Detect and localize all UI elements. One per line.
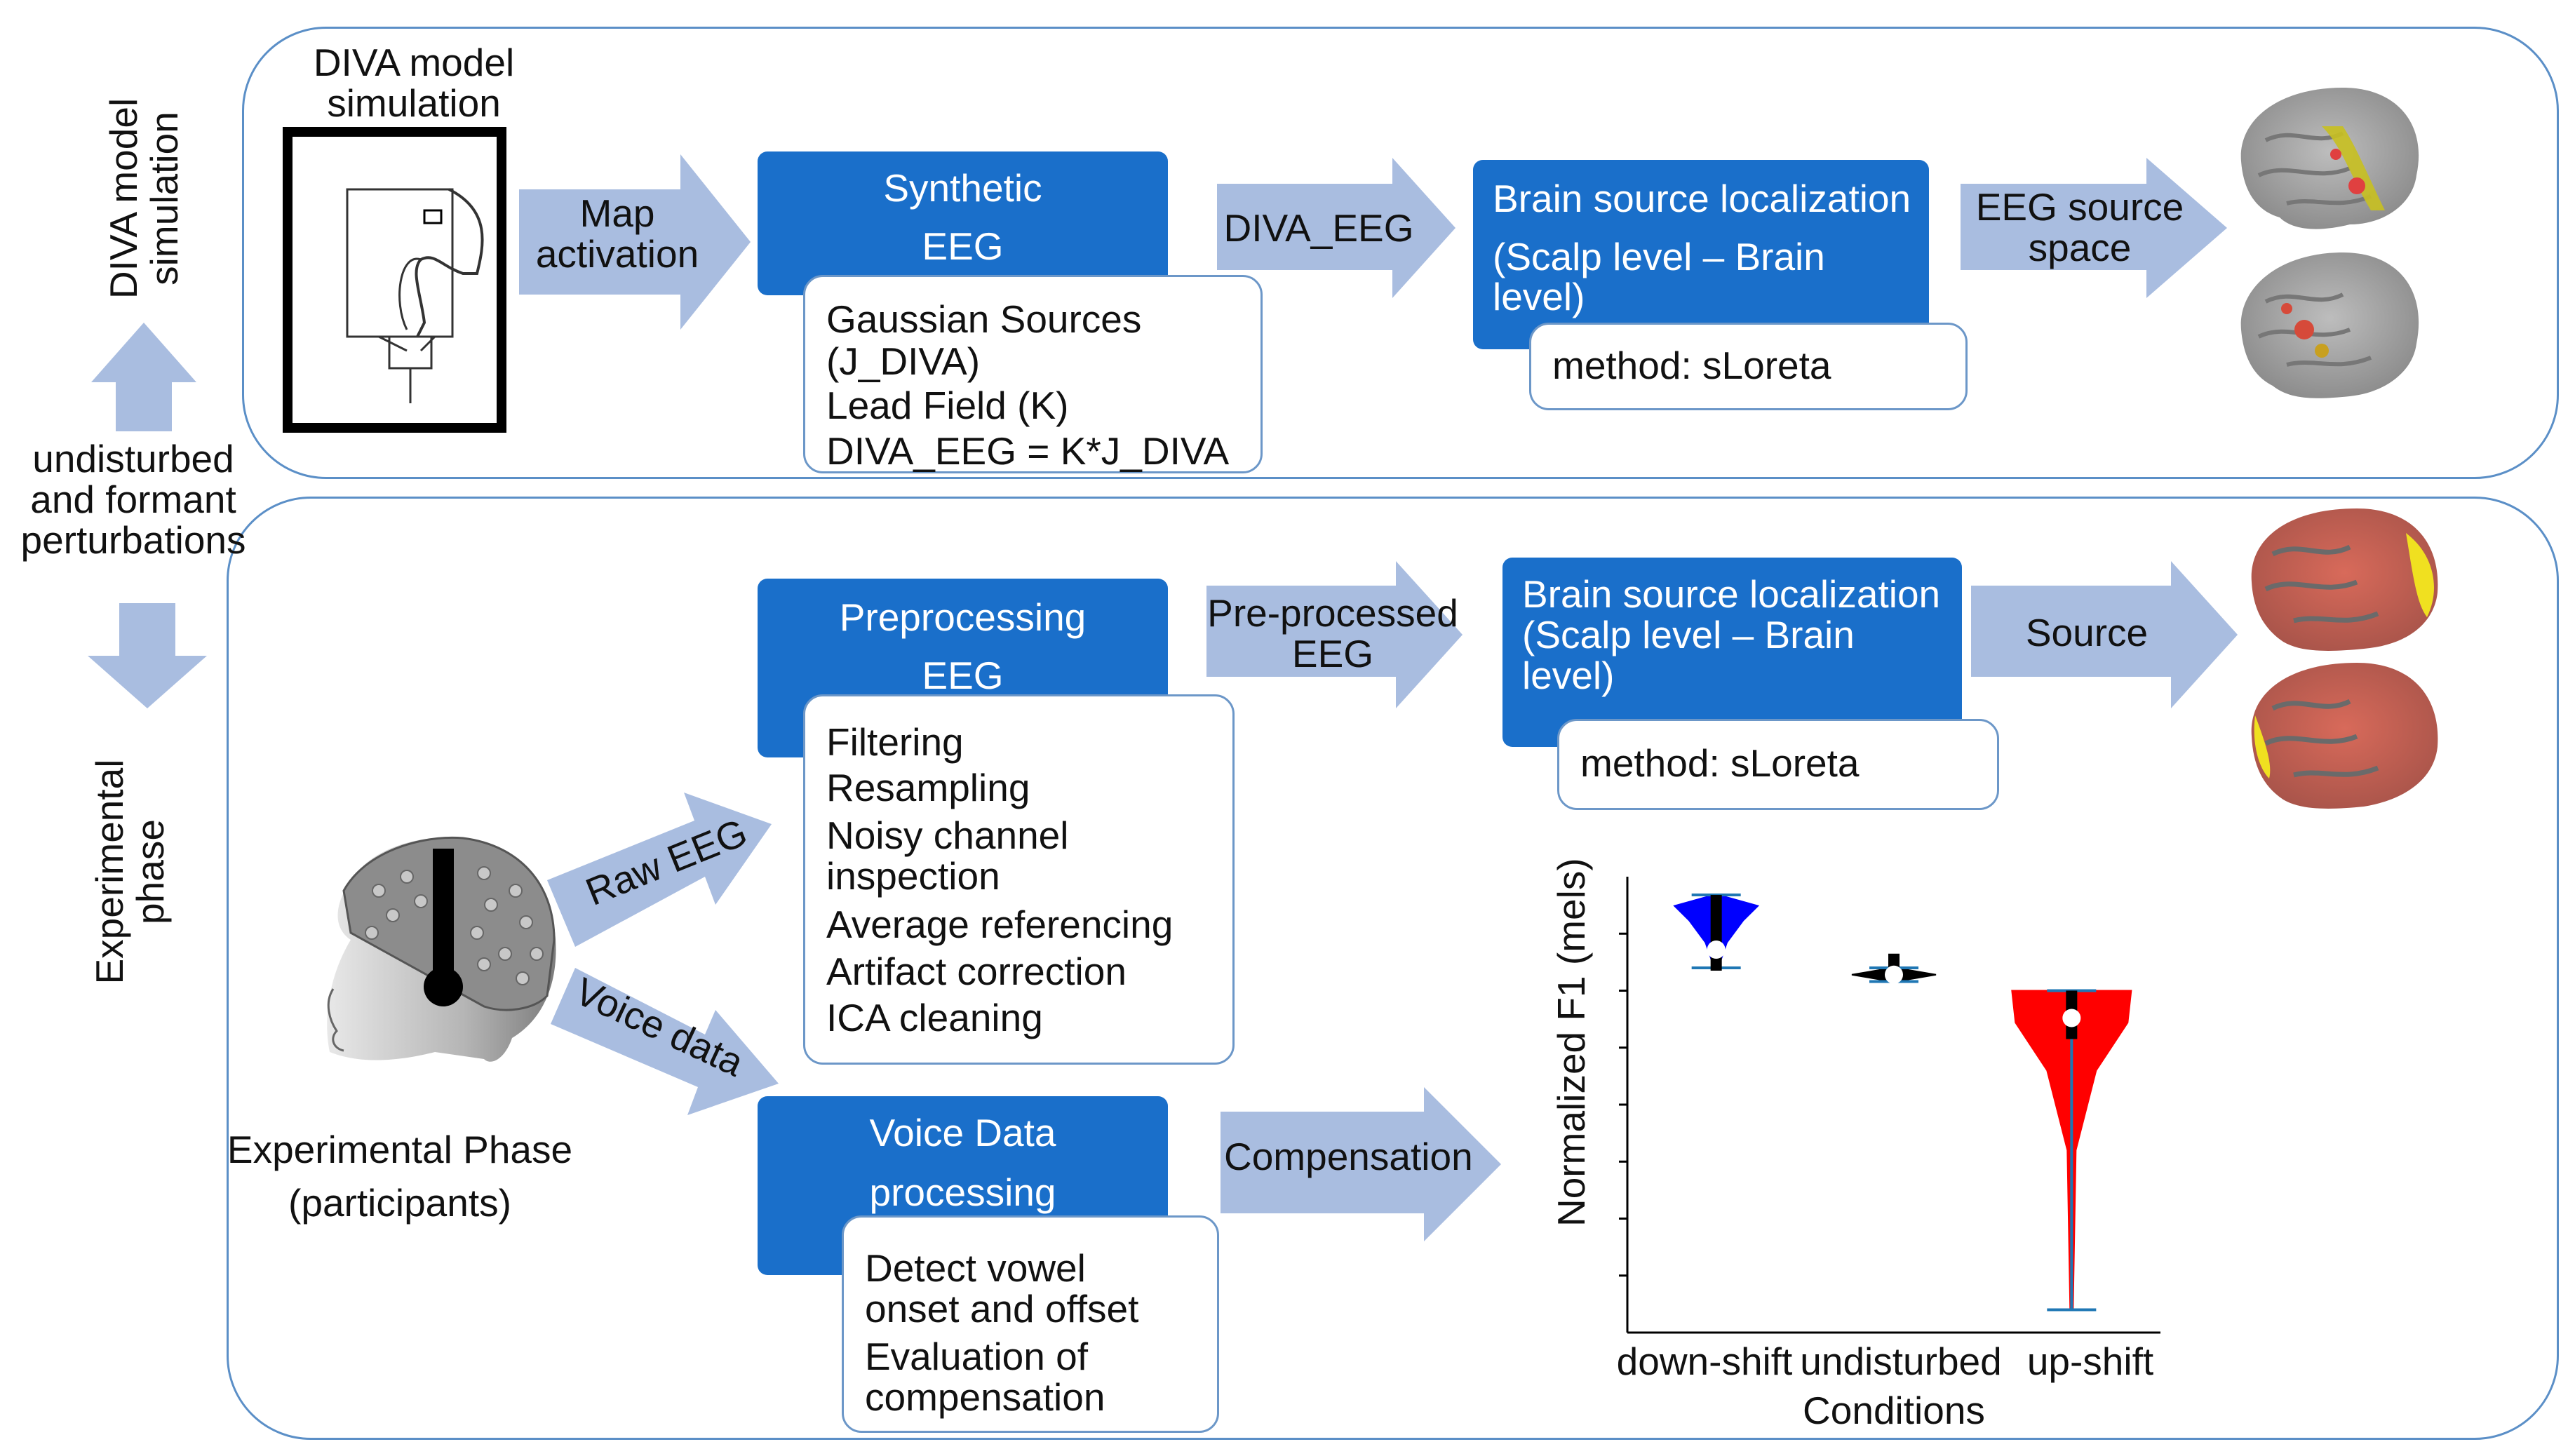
arrow-label-compensation: Compensation <box>1224 1135 1473 1178</box>
diva-model-drawing <box>283 127 506 433</box>
top-brain-1 <box>2240 88 2419 229</box>
arrow-voice-data <box>551 968 779 1115</box>
participant-head <box>327 836 556 1062</box>
bottom-brain-source-box: Brain source localization (Scalp level –… <box>1502 558 1962 747</box>
voice-data-details: Detect vowel onset and offset Evaluation… <box>842 1215 1219 1433</box>
participant-caption: Experimental Phase (participants) <box>227 1128 573 1225</box>
arrow-map-activation <box>519 154 751 330</box>
chart-violins <box>1673 894 2132 1312</box>
top-brain-2 <box>2240 252 2419 398</box>
diva-simulation-panel <box>242 27 2559 479</box>
chart-xtick-up-shift: up-shift <box>2026 1340 2154 1383</box>
arrow-preprocessed-eeg <box>1206 561 1463 708</box>
synthetic-eeg-details: Gaussian Sources (J_DIVA) Lead Field (K)… <box>803 275 1263 473</box>
top-brain-source-box: Brain source localization (Scalp level –… <box>1473 160 1929 349</box>
bottom-method-box: method: sLoreta <box>1557 719 1999 810</box>
chart-ylabel: Normalized F1 (mels) <box>1549 858 1593 1227</box>
bottom-brain-2 <box>2251 663 2438 809</box>
up-arrow <box>91 323 196 431</box>
chart-xlabel: Conditions <box>1803 1389 1985 1432</box>
arrow-compensation <box>1221 1087 1501 1241</box>
experimental-panel <box>227 497 2559 1440</box>
violin-median-undisturbed <box>1885 965 1903 984</box>
arrow-label-source: Source <box>2025 611 2149 654</box>
arrow-label-diva-eeg: DIVA_EEG <box>1223 206 1414 250</box>
preprocessing-details: Filtering Resampling Noisy channel inspe… <box>803 694 1235 1065</box>
arrow-diva-eeg <box>1217 158 1455 298</box>
arrow-eeg-source-space <box>1961 158 2227 298</box>
chart-axes <box>1619 877 2160 1334</box>
arrow-raw-eeg <box>547 793 772 947</box>
chart-xtick-down-shift: down-shift <box>1616 1340 1793 1383</box>
violin-median-down-shift <box>1707 941 1726 959</box>
bottom-brain-1 <box>2251 508 2438 651</box>
arrow-source <box>1971 561 2238 708</box>
top-method-box: method: sLoreta <box>1529 323 1968 410</box>
down-arrow <box>88 603 207 708</box>
chart-xtick-undisturbed: undisturbed <box>1800 1340 2002 1383</box>
violin-chart <box>1619 877 2160 1334</box>
synthetic-eeg-box: Synthetic EEG <box>758 151 1168 295</box>
violin-median-up-shift <box>2062 1009 2081 1027</box>
